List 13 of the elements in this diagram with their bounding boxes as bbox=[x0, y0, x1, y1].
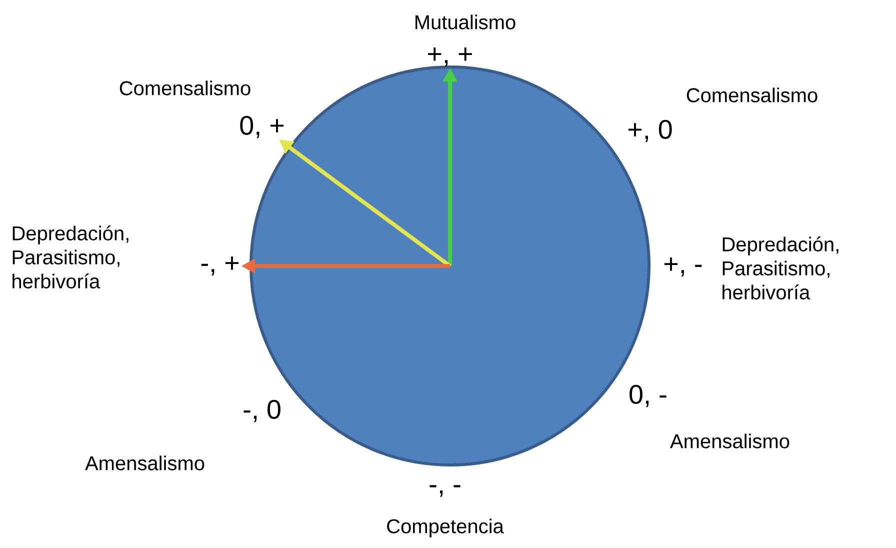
interaction-label: Mutualismo bbox=[416, 14, 516, 30]
interaction-label: Depredación, Parasitismo, herbivoría bbox=[12, 226, 128, 288]
interaction-label: Competencia bbox=[387, 518, 504, 538]
sign-label: -, + bbox=[201, 256, 239, 276]
interaction-label: Depredación, Parasitismo, herbivoría bbox=[722, 236, 838, 300]
sign-label: -, 0 bbox=[244, 400, 280, 422]
sign-label: 0, - bbox=[630, 384, 666, 408]
sign-label: +, 0 bbox=[628, 120, 672, 142]
sign-label: +, + bbox=[428, 47, 472, 66]
interaction-label: Amensalismo bbox=[85, 456, 204, 470]
sign-label: 0, + bbox=[240, 116, 284, 138]
interaction-label: Amensalismo bbox=[670, 434, 790, 448]
interaction-label: Comensalismo bbox=[686, 88, 818, 102]
